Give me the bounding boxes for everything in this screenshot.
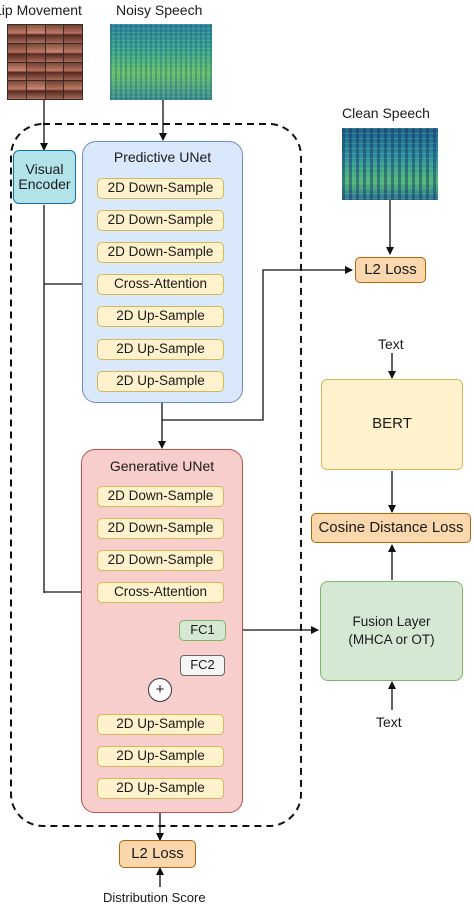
clean-speech-spectrogram (342, 128, 438, 200)
predictive-down-sample-1: 2D Down-Sample (97, 178, 224, 199)
fusion-layer-block: Fusion Layer (MHCA or OT) (320, 581, 463, 681)
fusion-layer-variant: (MHCA or OT) (348, 632, 435, 647)
bert-text-input-label: Text (378, 336, 404, 352)
predictive-down-sample-3: 2D Down-Sample (97, 242, 224, 263)
noisy-speech-spectrogram (110, 24, 212, 100)
l2-loss-bottom: L2 Loss (119, 840, 196, 868)
fc1-block: FC1 (179, 620, 226, 641)
generative-unet-title: Generative UNet (109, 458, 215, 474)
predictive-down-sample-2: 2D Down-Sample (97, 210, 224, 231)
generative-up-sample-3: 2D Up-Sample (97, 778, 224, 799)
fusion-layer-label: Fusion Layer (352, 613, 431, 629)
predictive-up-sample-1: 2D Up-Sample (97, 306, 224, 327)
predictive-cross-attention: Cross-Attention (97, 274, 224, 295)
bert-label: BERT (372, 415, 412, 433)
predictive-up-sample-3: 2D Up-Sample (97, 371, 224, 392)
fusion-text-input-label: Text (376, 714, 402, 730)
generative-down-sample-3: 2D Down-Sample (97, 550, 224, 571)
generative-down-sample-2: 2D Down-Sample (97, 518, 224, 539)
generative-cross-attention: Cross-Attention (97, 582, 224, 603)
predictive-unet-title: Predictive UNet (113, 149, 212, 165)
distribution-score-label: Distribution Score (103, 890, 206, 905)
generative-down-sample-1: 2D Down-Sample (97, 486, 224, 507)
generative-up-sample-1: 2D Up-Sample (97, 714, 224, 735)
visual-encoder-label: Visual Encoder (18, 160, 71, 192)
l2-loss-top: L2 Loss (355, 257, 426, 283)
cosine-distance-loss: Cosine Distance Loss (311, 513, 471, 543)
sum-node: + (148, 678, 172, 702)
clean-speech-label: Clean Speech (342, 105, 430, 121)
predictive-up-sample-2: 2D Up-Sample (97, 339, 224, 360)
model-boundary (10, 123, 302, 827)
fc2-block: FC2 (180, 655, 225, 676)
visual-encoder-block: Visual Encoder (13, 150, 76, 204)
lip-movement-label: Lip Movement (0, 2, 82, 18)
bert-block: BERT (321, 379, 463, 470)
lip-movement-image (7, 24, 83, 100)
noisy-speech-label: Noisy Speech (116, 2, 203, 18)
generative-up-sample-2: 2D Up-Sample (97, 746, 224, 767)
arrow-predictive-to-l2 (162, 266, 353, 421)
